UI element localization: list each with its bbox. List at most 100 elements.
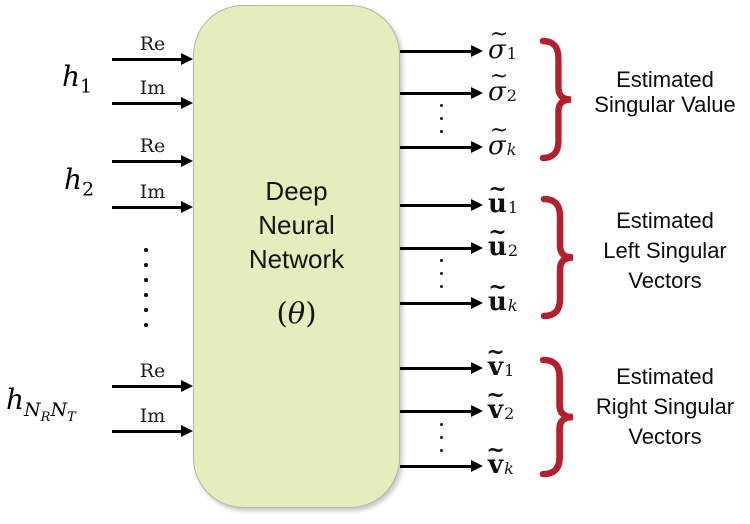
subscript: 1 (504, 361, 515, 380)
tilde-accent: ~ (488, 219, 507, 246)
arrow-line (400, 242, 483, 253)
arrow-line (400, 45, 483, 56)
sigma-symbol: σ (488, 35, 506, 65)
input-ellipsis-dots (144, 248, 148, 338)
subscript: k (504, 459, 514, 478)
u-symbol: u (488, 232, 507, 262)
subscript: 2 (506, 86, 517, 105)
h2-base: h (64, 163, 83, 196)
hn-subsub-r: R (40, 409, 51, 425)
arrow-line (400, 87, 483, 98)
subscript: 1 (506, 44, 517, 63)
subscript: k (507, 296, 518, 315)
arrow-line (400, 199, 483, 210)
sigma-symbol: σ (488, 131, 506, 161)
arrow-line (400, 297, 483, 308)
dnn-title-line3: Network (248, 244, 345, 274)
input-label-h1: h1 (62, 60, 92, 97)
re-label: Re (139, 33, 166, 55)
dnn-title-line2: Neural (258, 210, 335, 240)
theta-parameter: (θ) (194, 296, 399, 330)
tilde-accent: ~ (486, 339, 505, 366)
tilde-accent: ~ (486, 382, 505, 409)
subscript: 2 (507, 241, 519, 260)
tilde-accent: ~ (488, 274, 507, 301)
curly-brace-sigma-icon (538, 37, 573, 162)
theta-symbol: θ (287, 296, 306, 330)
hn-sub-n1: N (24, 398, 41, 421)
subscript: k (506, 140, 517, 159)
h1-subscript: 1 (80, 75, 93, 98)
input-arrow-h1-re: Re (112, 32, 193, 64)
arrow-line (112, 425, 193, 436)
caption-left-singular-vectors: Estimated Left Singular Vectors (580, 206, 750, 296)
arrow-line (112, 97, 193, 108)
hn-subsub-t: T (67, 409, 76, 425)
hn-subscript: NRNT (24, 398, 76, 425)
caption-singular-values: Estimated Singular Value (580, 67, 750, 117)
arrow-line (400, 362, 483, 373)
sigma-symbol: σ (488, 77, 506, 107)
caption-line: Vectors (628, 268, 702, 293)
dnn-box: Deep Neural Network (θ) (193, 5, 400, 508)
arrow-line (112, 53, 193, 64)
im-label: Im (139, 77, 166, 99)
subscript: 2 (504, 404, 515, 423)
caption-line: Estimated (616, 208, 714, 233)
input-label-h2: h2 (64, 163, 94, 200)
v-symbol: v (488, 450, 504, 480)
tilde-accent: ~ (488, 176, 507, 203)
paren-close: ) (305, 296, 317, 330)
caption-line: Estimated (616, 364, 714, 389)
re-label: Re (139, 360, 166, 382)
subscript: 1 (507, 198, 519, 217)
input-arrow-hn-re: Re (112, 359, 193, 391)
arrow-line (112, 155, 193, 166)
input-arrow-h2-im: Im (112, 180, 193, 212)
arrow-line (400, 405, 483, 416)
im-label: Im (139, 181, 166, 203)
v-symbol: v (488, 395, 504, 425)
curly-brace-v-icon (538, 356, 575, 478)
u-symbol: u (488, 287, 507, 317)
hn-sub-n2: N (50, 398, 68, 421)
arrow-line (112, 201, 193, 212)
v-symbol: v (488, 352, 504, 382)
dnn-title-line1: Deep (265, 176, 328, 206)
u-ellipsis-dots (440, 259, 443, 298)
caption-right-singular-vectors: Estimated Right Singular Vectors (580, 362, 750, 452)
re-label: Re (139, 135, 166, 157)
im-label: Im (139, 405, 166, 427)
h2-subscript: 2 (82, 178, 95, 201)
input-arrow-hn-im: Im (112, 404, 193, 436)
arrow-line (400, 141, 483, 152)
u-symbol: u (488, 189, 507, 219)
v-ellipsis-dots (440, 423, 443, 462)
curly-brace-u-icon (539, 195, 575, 320)
input-arrow-h2-re: Re (112, 134, 193, 166)
paren-open: ( (276, 296, 288, 330)
caption-line: Left Singular (603, 238, 727, 263)
input-label-hNRNT: hNRNT (6, 383, 76, 423)
caption-line: Right Singular (595, 394, 735, 419)
h1-base: h (62, 60, 81, 93)
caption-line: Vectors (628, 424, 702, 449)
dnn-title: Deep Neural Network (194, 174, 399, 276)
